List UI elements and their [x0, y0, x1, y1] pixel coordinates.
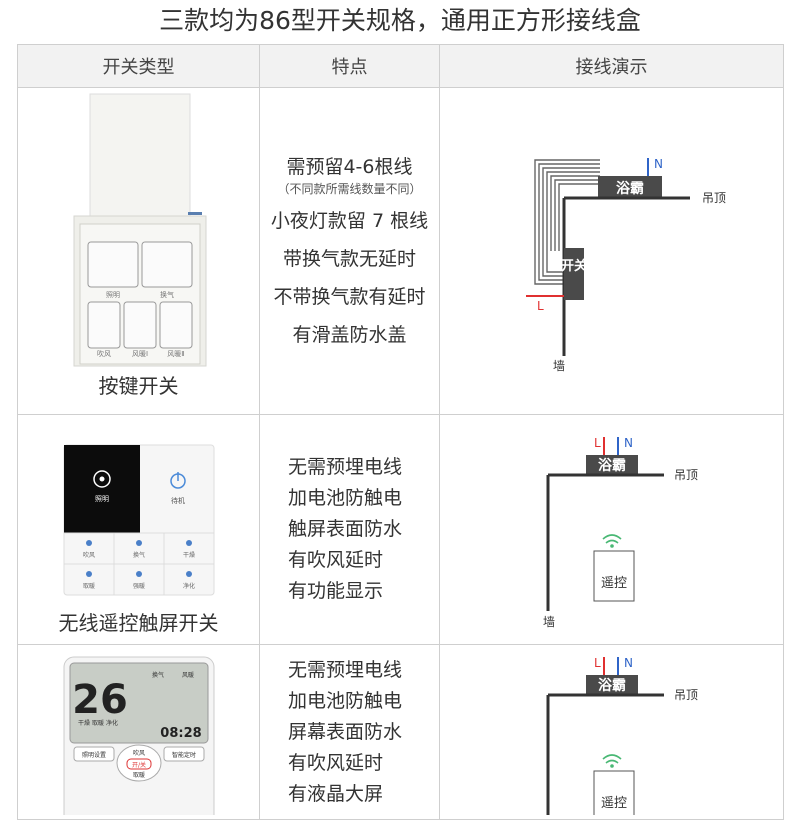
wiring-diagram-svg: L N 浴霸 吊顶 遥控 [546, 656, 698, 819]
touch-label: 强暖 [133, 582, 145, 590]
touch-label: 净化 [183, 582, 195, 590]
device-label: 浴霸 [598, 677, 626, 694]
table-row: 26 08:28 干燥 取暖 净化 换气 风暖 照明设置 智能定时 吹风 开/关… [17, 644, 784, 820]
remote-label: 遥控 [601, 796, 627, 811]
touch-label: 干燥 [183, 551, 195, 559]
feature-item: 需预留4-6根线 [286, 156, 413, 178]
wiring-diagram-svg: L N 浴霸 吊顶 墙 遥控 [543, 436, 698, 629]
device-box [586, 455, 638, 475]
feature-item: 有吹风延时 [288, 549, 384, 571]
touch-switch-cell: 照明 待机 吹风 换气 干燥 取暖 强暖 [18, 415, 259, 644]
feature-note: （不同款所需线数量不同） [277, 182, 422, 196]
table-row: 照明 待机 吹风 换气 干燥 取暖 强暖 [17, 414, 784, 645]
device-box [586, 675, 638, 695]
feature-item: 有滑盖防水盖 [292, 324, 407, 346]
push-button-switch-image: 照明 换气 吹风 风暖Ⅰ 风暖Ⅱ [73, 93, 207, 367]
neutral-label: N [654, 157, 663, 171]
wiring-diagram-svg: N 浴霸 吊顶 墙 开关 L [526, 157, 726, 373]
lcd-temperature: 26 [72, 677, 128, 723]
touch-label: 照明 [95, 495, 109, 503]
lcd-label: 干燥 [78, 719, 90, 727]
lcd-label: 换气 [152, 671, 164, 679]
lcd-label: 取暖 [92, 719, 104, 727]
touch-label: 取暖 [83, 582, 95, 590]
feature-list: 无需预埋电线 加电池防触电 屏幕表面防水 有吹风延时 有液晶大屏 [260, 655, 439, 810]
lcd-remote-image: 26 08:28 干燥 取暖 净化 换气 风暖 照明设置 智能定时 吹风 开/关… [63, 656, 215, 819]
remote-key-label: 智能定时 [172, 751, 196, 759]
wiring-diagram-wired: N 浴霸 吊顶 墙 开关 L [440, 88, 783, 414]
remote-label: 遥控 [601, 576, 627, 591]
live-label: L [594, 656, 601, 670]
neutral-label: N [624, 436, 633, 450]
remote-key-label: 吹风 [133, 749, 145, 757]
button-label: 风暖Ⅱ [167, 350, 184, 358]
wireless-signal-icon [602, 754, 622, 764]
page-title: 三款均为86型开关规格，通用正方形接线盒 [159, 6, 641, 35]
table-row: 照明 换气 吹风 风暖Ⅰ 风暖Ⅱ 按键开关 需预留4-6根线 （不同款所需线数量… [17, 87, 784, 415]
button-label: 照明 [106, 291, 120, 299]
switch-box [564, 248, 584, 300]
button-label: 风暖Ⅰ [132, 350, 148, 358]
remote-key-label: 照明设置 [82, 751, 106, 759]
mode-icon [86, 540, 192, 577]
neutral-label: N [624, 656, 633, 670]
feature-item: 有液晶大屏 [288, 782, 384, 805]
feature-item: 有吹风延时 [288, 751, 384, 774]
touch-switch-image: 照明 待机 吹风 换气 干燥 取暖 强暖 [63, 444, 215, 596]
feature-list: 无需预埋电线 加电池防触电 触屏表面防水 有吹风延时 有功能显示 [260, 452, 439, 607]
header-type: 开关类型 [17, 44, 260, 88]
touch-label: 吹风 [83, 551, 95, 559]
wiring-diagram-wireless: L N 浴霸 吊顶 墙 遥控 [440, 415, 783, 644]
feature-item: 有功能显示 [288, 580, 384, 602]
device-box [598, 176, 662, 198]
touch-label: 待机 [171, 496, 185, 505]
power-key-label: 开/关 [132, 761, 146, 769]
remote-key-label: 取暖 [133, 771, 145, 779]
header-wiring: 接线演示 [439, 44, 784, 88]
wiring-diagram-lcd: L N 浴霸 吊顶 遥控 [440, 645, 783, 819]
feature-item: 带换气款无延时 [282, 248, 416, 270]
switch-type-name: 按键开关 [98, 374, 179, 398]
lcd-remote-cell: 26 08:28 干燥 取暖 净化 换气 风暖 照明设置 智能定时 吹风 开/关… [18, 645, 259, 819]
header-feature: 特点 [259, 44, 440, 88]
feature-item: 加电池防触电 [288, 689, 403, 712]
button-label: 吹风 [97, 349, 111, 358]
feature-item: 触屏表面防水 [288, 518, 403, 540]
wireless-signal-icon [602, 534, 622, 544]
device-label: 浴霸 [616, 180, 644, 197]
remote-box [593, 550, 635, 602]
feature-item: 无需预埋电线 [288, 658, 403, 681]
live-label: L [594, 436, 601, 450]
lcd-label: 净化 [106, 719, 118, 727]
ceiling-label: 吊顶 [674, 688, 698, 702]
ceiling-label: 吊顶 [702, 191, 726, 205]
feature-item: 加电池防触电 [288, 487, 403, 509]
feature-list: 需预留4-6根线 （不同款所需线数量不同） 小夜灯款留 7 根线 带换气款无延时… [260, 148, 439, 354]
feature-item: 屏幕表面防水 [288, 720, 403, 743]
switch-type-name: 无线遥控触屏开关 [58, 611, 219, 635]
device-label: 浴霸 [598, 457, 626, 474]
wall-label: 墙 [553, 359, 565, 373]
lcd-time: 08:28 [160, 726, 201, 741]
wall-label: 墙 [543, 615, 555, 629]
push-button-switch-cell: 照明 换气 吹风 风暖Ⅰ 风暖Ⅱ 按键开关 [18, 88, 259, 414]
button-label: 换气 [160, 290, 174, 299]
lcd-label: 风暖 [182, 671, 194, 679]
feature-item: 小夜灯款留 7 根线 [270, 210, 429, 232]
ceiling-label: 吊顶 [674, 468, 698, 482]
switch-comparison-table: 开关类型 特点 接线演示 照明 换气 吹风 [17, 44, 784, 820]
feature-item: 不带换气款有延时 [273, 286, 426, 308]
switch-label: 开关 [561, 258, 587, 274]
feature-item: 无需预埋电线 [288, 456, 403, 478]
touch-label: 换气 [133, 551, 145, 559]
live-label: L [537, 299, 544, 313]
